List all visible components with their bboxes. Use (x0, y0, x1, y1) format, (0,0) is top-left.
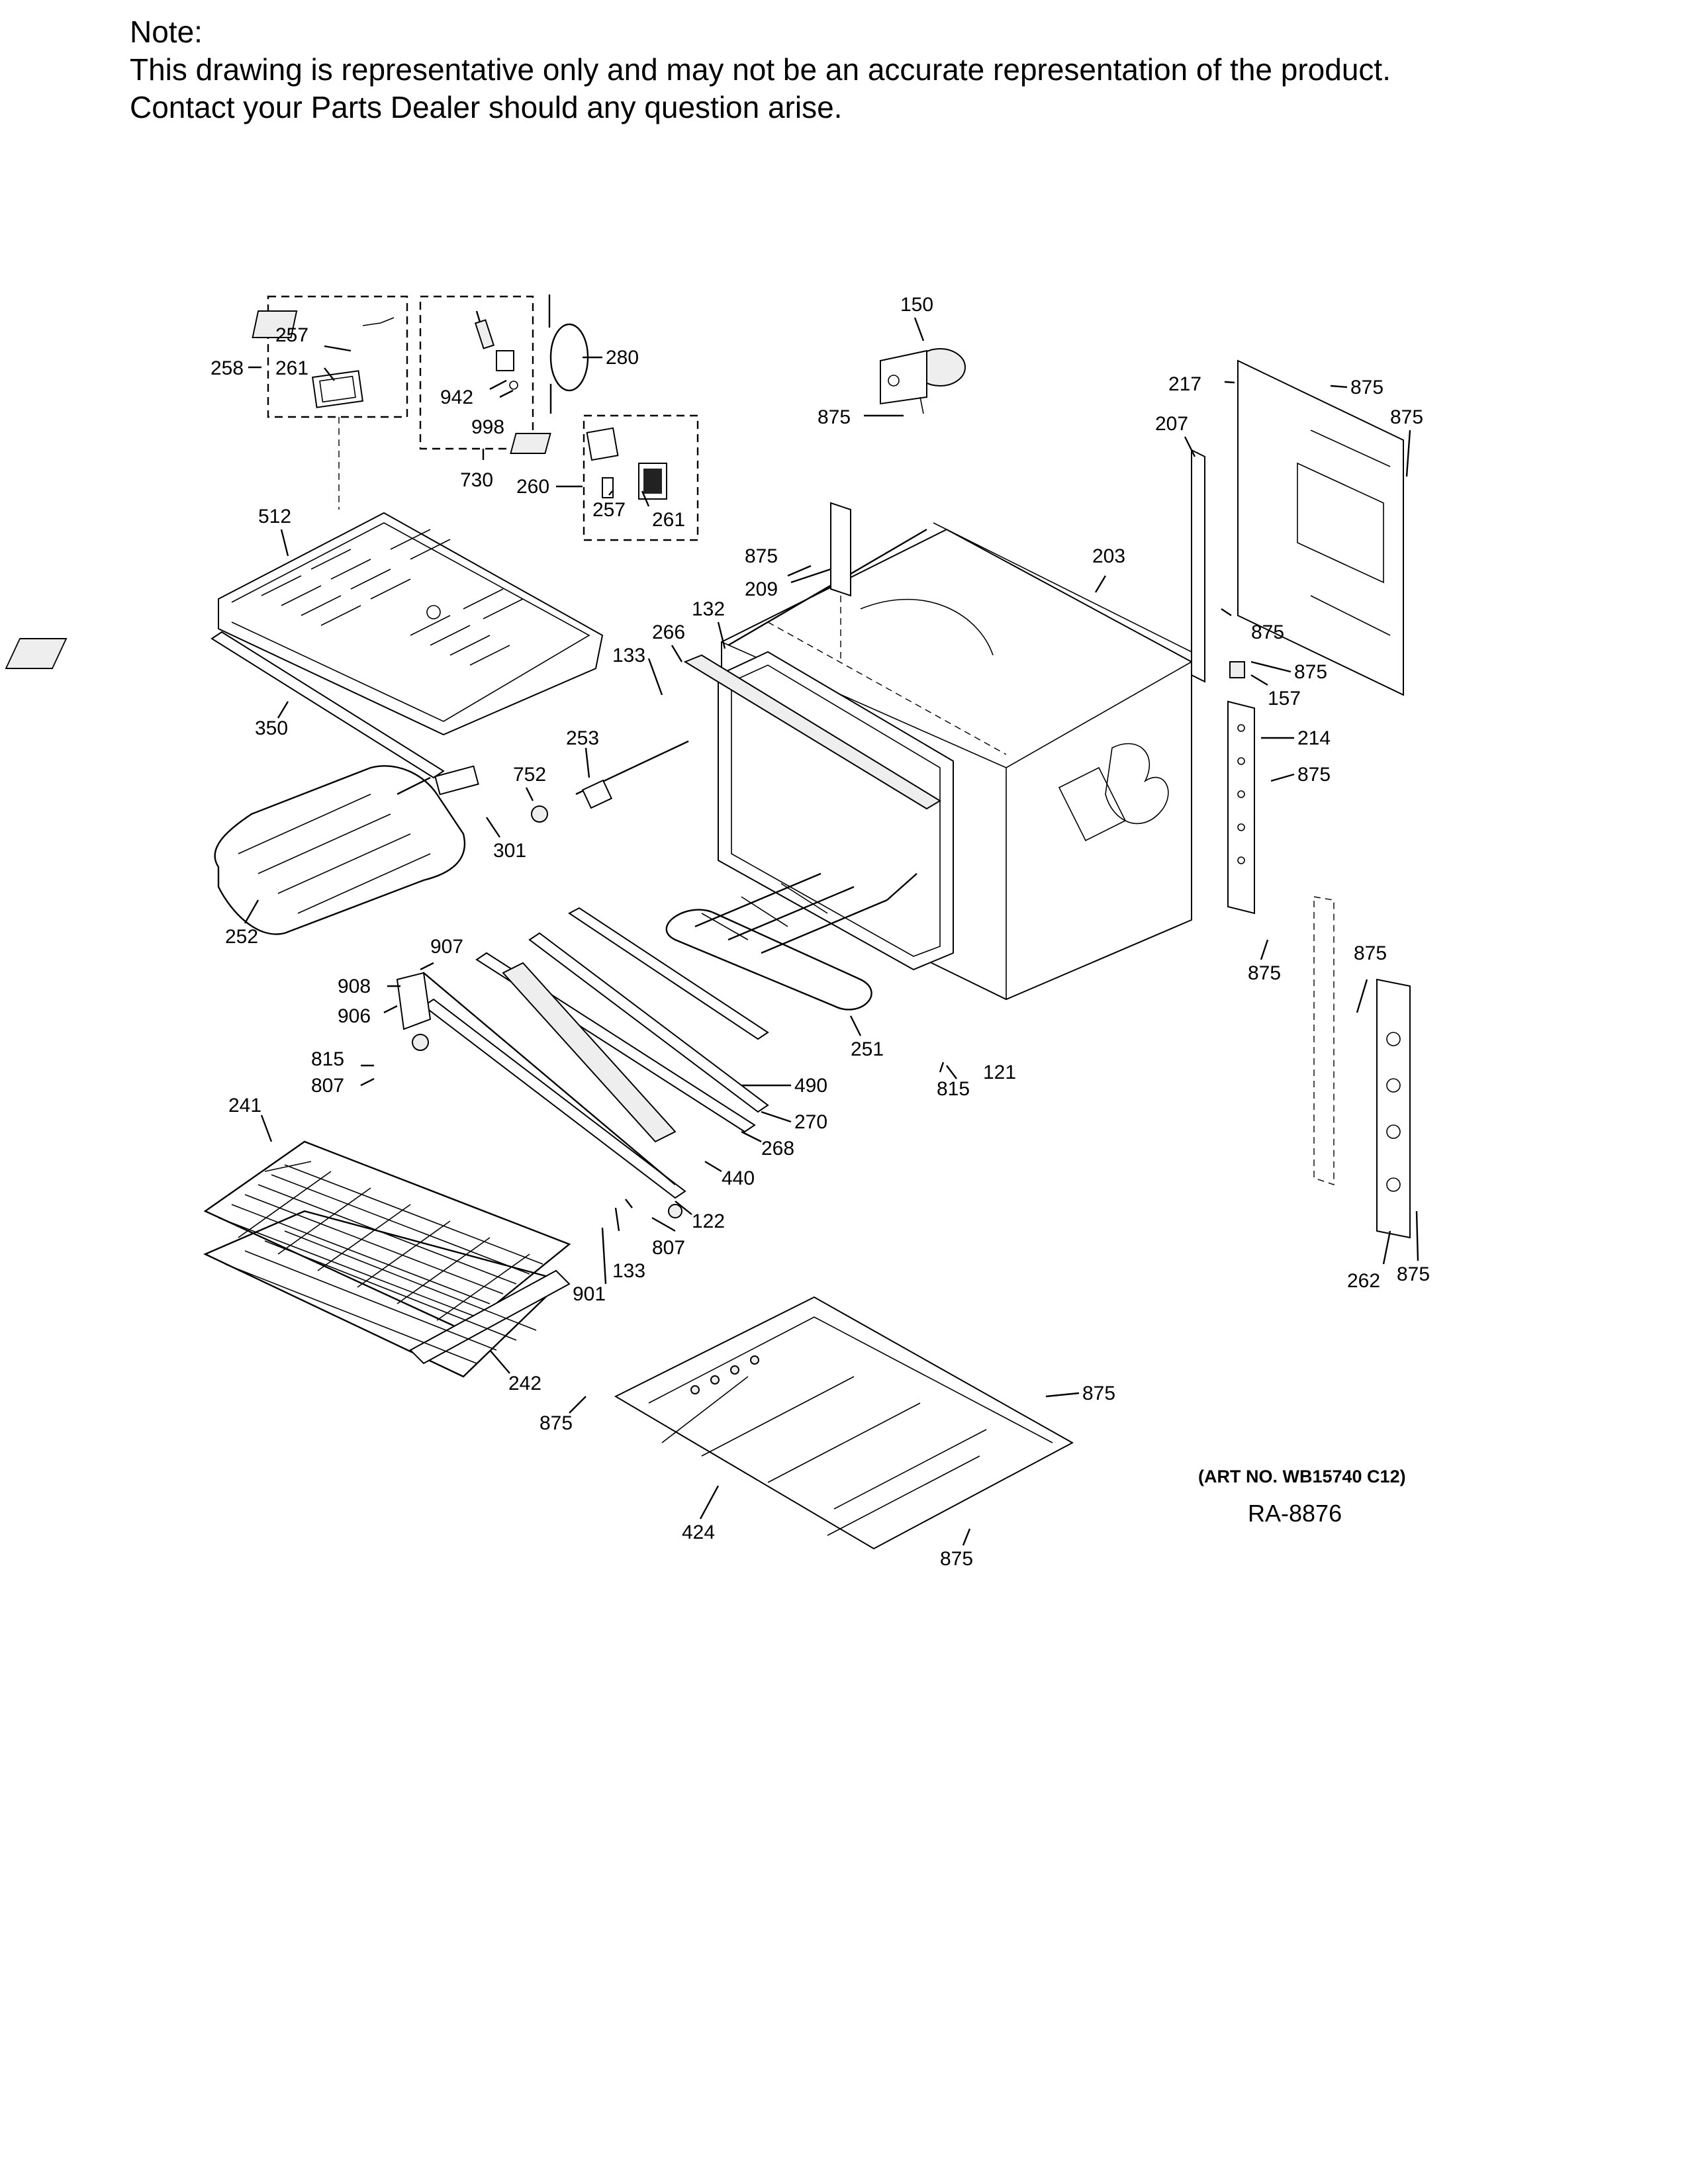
hinge-parts (396, 972, 682, 1218)
ra-number: RA-8876 (1248, 1500, 1342, 1527)
callout-875: 875 (818, 406, 851, 428)
sensor-253 (531, 740, 689, 823)
callout-labels: 150 875 217 875 875 207 257 258 261 942 … (211, 294, 1430, 1570)
bracket-214 (1227, 700, 1255, 915)
rack-242 (203, 1210, 571, 1378)
callout-241: 241 (228, 1095, 261, 1116)
callout-133: 133 (612, 1260, 645, 1282)
callout-901: 901 (573, 1283, 606, 1305)
callout-875: 875 (1248, 962, 1281, 984)
callout-207: 207 (1155, 413, 1188, 435)
callout-875: 875 (1297, 764, 1331, 786)
callout-280: 280 (606, 347, 639, 369)
callout-906: 906 (338, 1005, 371, 1027)
callout-257: 257 (592, 499, 626, 521)
callout-121: 121 (983, 1062, 1016, 1083)
callout-133: 133 (612, 645, 645, 666)
strip-207 (1191, 449, 1205, 683)
callout-998: 998 (471, 416, 504, 438)
callout-807: 807 (311, 1075, 344, 1097)
callout-270: 270 (794, 1111, 827, 1133)
callout-350: 350 (255, 717, 288, 739)
callout-875: 875 (745, 545, 778, 567)
leader-lines (244, 317, 1419, 1546)
callout-252: 252 (225, 926, 258, 948)
callout-217: 217 (1168, 373, 1201, 395)
callout-875: 875 (1390, 406, 1423, 428)
callout-942: 942 (440, 387, 473, 408)
side-panel-217 (1237, 359, 1404, 696)
bottom-panel-424 (614, 1296, 1074, 1550)
callout-266: 266 (652, 621, 685, 643)
callout-875: 875 (1082, 1383, 1115, 1404)
callout-730: 730 (460, 469, 493, 491)
callout-875: 875 (1294, 661, 1327, 683)
note-heading: Note: (130, 15, 203, 49)
motor-150 (880, 348, 966, 414)
note-line-1: This drawing is representative only and … (130, 52, 1391, 87)
callout-301: 301 (493, 840, 526, 862)
callout-424: 424 (682, 1522, 715, 1543)
callout-490: 490 (794, 1075, 827, 1097)
kit-box-260 (510, 414, 699, 541)
callout-752: 752 (513, 764, 546, 786)
callout-815: 815 (937, 1078, 970, 1100)
callout-875: 875 (1397, 1263, 1430, 1285)
callout-268: 268 (761, 1138, 794, 1160)
callout-258: 258 (211, 357, 244, 379)
kit-box-730 (419, 295, 534, 450)
vent-assembly (416, 907, 769, 1199)
callout-214: 214 (1297, 727, 1331, 749)
callout-150: 150 (900, 294, 933, 316)
callout-875: 875 (1251, 621, 1284, 643)
callout-440: 440 (722, 1167, 755, 1189)
callout-261: 261 (652, 509, 685, 531)
callout-907: 907 (430, 936, 463, 958)
art-number: (ART NO. WB15740 C12) (1198, 1467, 1406, 1486)
callout-875: 875 (940, 1548, 973, 1570)
callout-122: 122 (692, 1210, 725, 1232)
callout-253: 253 (566, 727, 599, 749)
note-line-2: Contact your Parts Dealer should any que… (130, 90, 843, 124)
callout-875: 875 (1350, 377, 1383, 398)
kit-box-258 (252, 295, 408, 510)
broil-element-252 (214, 765, 479, 935)
bracket-209 (830, 502, 851, 662)
bracket-262 (1313, 896, 1411, 1239)
probe-280 (548, 295, 589, 414)
callout-242: 242 (508, 1373, 541, 1394)
strip-350 (211, 631, 445, 779)
callout-203: 203 (1092, 545, 1125, 567)
callout-251: 251 (851, 1038, 884, 1060)
callout-257: 257 (275, 324, 308, 346)
callout-815: 815 (311, 1048, 344, 1070)
door-frame-132 (683, 651, 954, 971)
note-block: Note: This drawing is representative onl… (130, 13, 1391, 126)
callout-132: 132 (692, 598, 725, 620)
rack-241 (203, 1140, 571, 1332)
callout-908: 908 (338, 976, 371, 997)
top-plate-512 (5, 512, 604, 736)
callout-209: 209 (745, 578, 778, 600)
callout-875: 875 (539, 1412, 573, 1434)
callout-875: 875 (1354, 942, 1387, 964)
callout-261: 261 (275, 357, 308, 379)
callout-262: 262 (1347, 1270, 1380, 1292)
callout-512: 512 (258, 506, 291, 527)
callout-157: 157 (1268, 688, 1301, 709)
callout-807: 807 (652, 1237, 685, 1259)
part-157 (1229, 661, 1245, 678)
callout-260: 260 (516, 476, 549, 498)
bake-element-251 (665, 872, 917, 1011)
